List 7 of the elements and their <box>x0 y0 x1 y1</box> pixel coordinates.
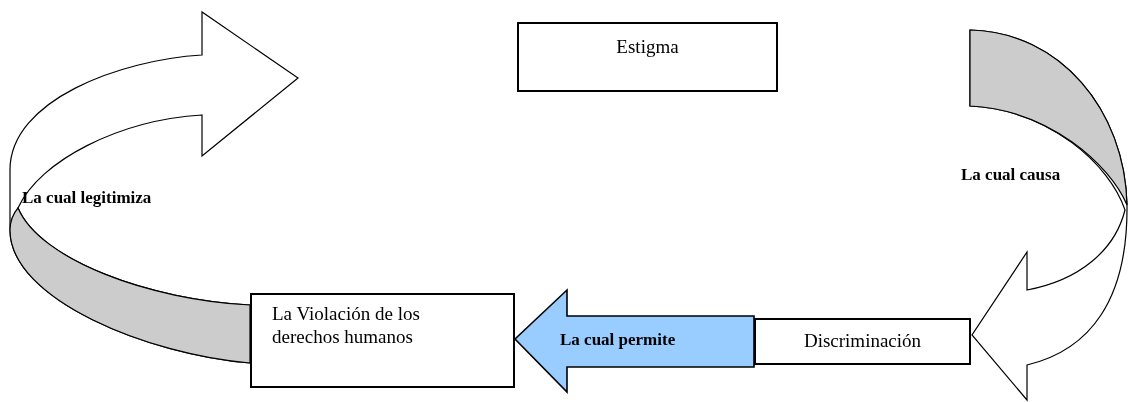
edge-label: La cual permite <box>560 329 676 351</box>
process-box: La Violación de los derechos humanos <box>250 293 515 388</box>
process-box: Estigma <box>517 22 778 92</box>
edge-label: La cual legitimiza <box>22 187 152 209</box>
process-box: Discriminación <box>754 318 971 365</box>
block-arrow <box>513 288 755 394</box>
edge-label: La cual causa <box>961 164 1061 186</box>
